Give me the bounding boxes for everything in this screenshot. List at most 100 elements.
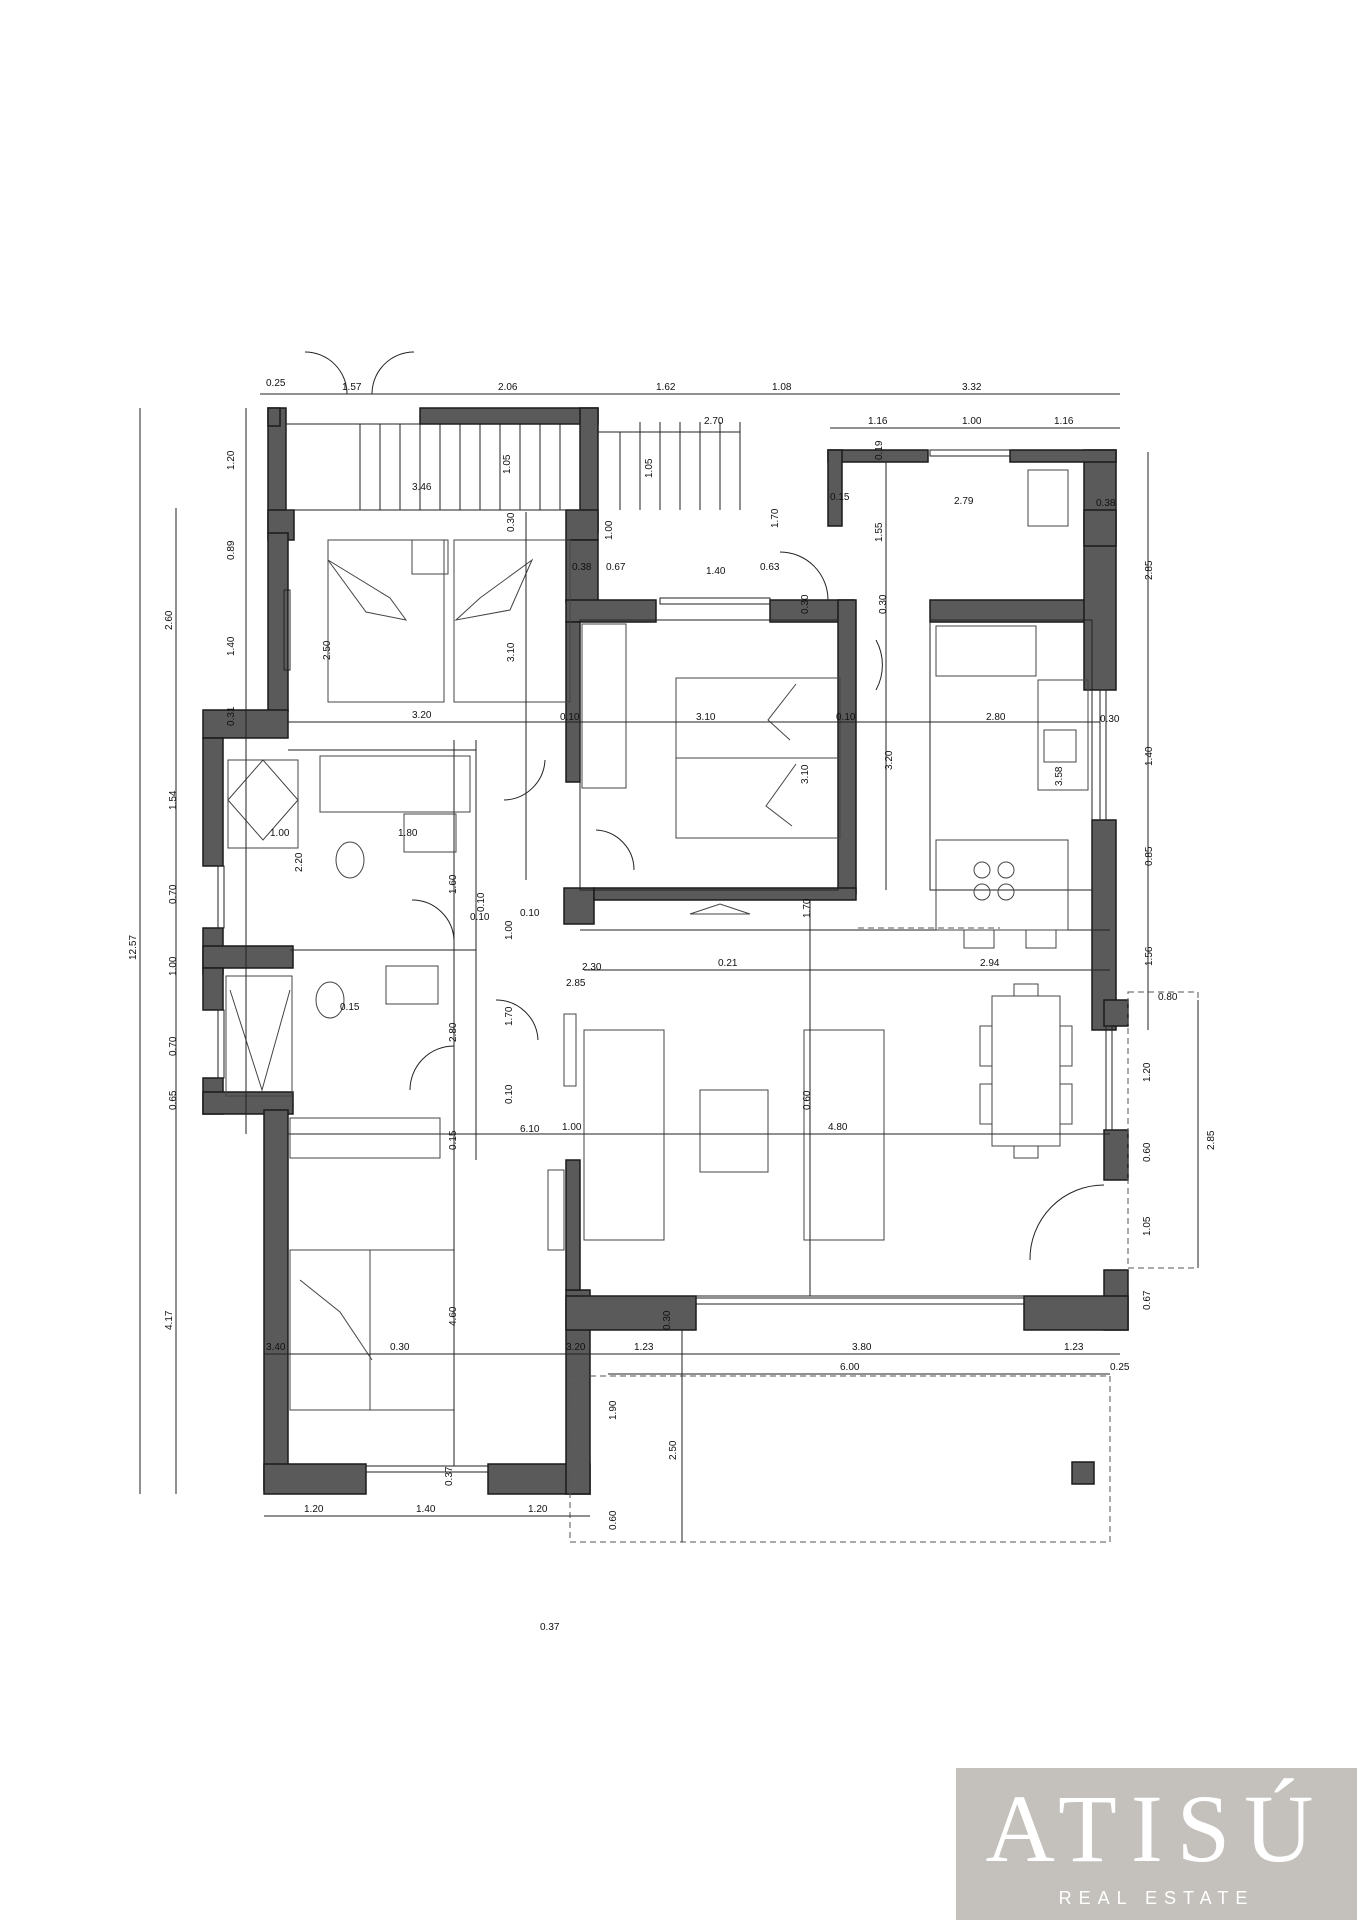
dim-interior-24: 3.10 [800, 764, 811, 784]
wall [1091, 819, 1117, 1031]
window [695, 1297, 1025, 1305]
sofa [583, 1029, 665, 1241]
dim-interior-32: 1.60 [448, 874, 459, 894]
dim-interior-37: 2.30 [582, 962, 602, 973]
wall [565, 1159, 581, 1291]
door-swing [503, 759, 546, 801]
dim-interior-53: 0.30 [390, 1342, 410, 1353]
chair [1013, 983, 1039, 997]
dim-interior-20: 0.30 [878, 594, 889, 614]
door-swing [371, 351, 415, 395]
wall [263, 1109, 289, 1491]
dim-top-5: 1.08 [772, 382, 792, 393]
dining-table [991, 995, 1061, 1147]
dim-terrace-1: 0.80 [1158, 992, 1178, 1003]
dim-terrace-5: 0.67 [1142, 1290, 1153, 1310]
dim-terrace-4: 1.05 [1142, 1216, 1153, 1236]
wall [1103, 999, 1129, 1027]
dim-left-inner-8: 0.70 [168, 1036, 179, 1056]
dim-interior-46: 4.80 [828, 1122, 848, 1133]
dim-interior-13: 0.30 [800, 594, 811, 614]
wall [263, 1463, 367, 1495]
shower [229, 989, 291, 1092]
wall [1103, 1129, 1129, 1181]
dimension-labels: 0.25 1.57 2.06 1.62 1.08 3.32 2.70 1.16 … [128, 378, 1217, 1530]
dim-top2-2: 1.16 [868, 416, 888, 427]
dim-top-4: 1.62 [656, 382, 676, 393]
wall [202, 945, 294, 969]
dim-interior-44: 0.10 [504, 1084, 515, 1104]
dim-top-6: 3.32 [962, 382, 982, 393]
wall [565, 599, 657, 623]
nightstand [411, 539, 449, 575]
wall [565, 509, 599, 541]
dim-left-inner-5: 1.54 [168, 790, 179, 810]
dim-right-3: 0.85 [1144, 846, 1155, 866]
bed-cover [767, 683, 797, 741]
dim-top2-3: 1.00 [962, 416, 982, 427]
dim-porch-4: 6.00 [840, 1362, 860, 1373]
tv [547, 1169, 565, 1251]
wall [827, 449, 843, 527]
wardrobe [581, 623, 627, 789]
dim-interior-2: 1.05 [502, 454, 513, 474]
dim-porch-5: 0.25 [1110, 1362, 1130, 1373]
dim-interior-39: 2.94 [980, 958, 1000, 969]
logo-subtitle: REAL ESTATE [1058, 1888, 1255, 1908]
dim-interior-8: 1.00 [604, 520, 615, 540]
dim-interior-55: 0.30 [662, 1310, 673, 1330]
dim-interior-28: 3.58 [1054, 766, 1065, 786]
counter [1037, 679, 1089, 791]
dim-porch-7: 2.50 [668, 1440, 679, 1460]
wall [1083, 509, 1117, 547]
coffee-table [699, 1089, 769, 1173]
window [283, 589, 291, 671]
dim-interior-5: 3.10 [506, 642, 517, 662]
door-swing [409, 1045, 455, 1091]
bed [453, 539, 571, 703]
interior-lines [217, 351, 1199, 1543]
wall [1023, 1295, 1129, 1331]
stool [963, 929, 995, 949]
dim-left-inner-3: 1.40 [226, 636, 237, 656]
walls [202, 407, 1129, 1495]
dim-left-inner-6: 0.70 [168, 884, 179, 904]
dim-interior-30: 1.80 [398, 828, 418, 839]
outline [579, 619, 839, 891]
wall [563, 887, 595, 925]
dim-interior-51: 4.60 [448, 1306, 459, 1326]
hob [997, 861, 1015, 879]
wardrobe [319, 755, 471, 813]
dim-bottom-3: 1.20 [528, 1504, 548, 1515]
dim-top2-1: 2.70 [704, 416, 724, 427]
dim-top-3: 2.06 [498, 382, 518, 393]
dim-interior-27: 0.30 [1100, 714, 1120, 725]
dim-porch-6: 1.90 [608, 1400, 619, 1420]
dim-interior-33: 0.10 [476, 892, 487, 912]
wall [929, 599, 1091, 623]
dim-porch-1: 1.23 [634, 1342, 654, 1353]
door-swing [411, 899, 455, 941]
dim-interior-45: 1.70 [802, 898, 813, 918]
dim-interior-49: 0.15 [448, 1130, 459, 1150]
sink [385, 965, 439, 1005]
dim-interior-11: 1.40 [706, 566, 726, 577]
dim-interior-17: 2.79 [954, 496, 974, 507]
dim-interior-38: 0.21 [718, 958, 738, 969]
outline [285, 423, 581, 511]
stool [1025, 929, 1057, 949]
dim-interior-4: 0.30 [506, 512, 517, 532]
dimension-lines [139, 393, 1199, 1542]
window [1105, 1025, 1113, 1131]
window [659, 597, 771, 605]
dim-interior-31: 2.20 [294, 852, 305, 872]
bed-cover [299, 1279, 373, 1361]
outline [929, 619, 1093, 891]
chair [1027, 469, 1069, 527]
dim-interior-9: 0.38 [572, 562, 592, 573]
chair [1013, 1145, 1039, 1159]
bed-cover [454, 558, 534, 621]
dim-interior-35: 0.10 [520, 908, 540, 919]
